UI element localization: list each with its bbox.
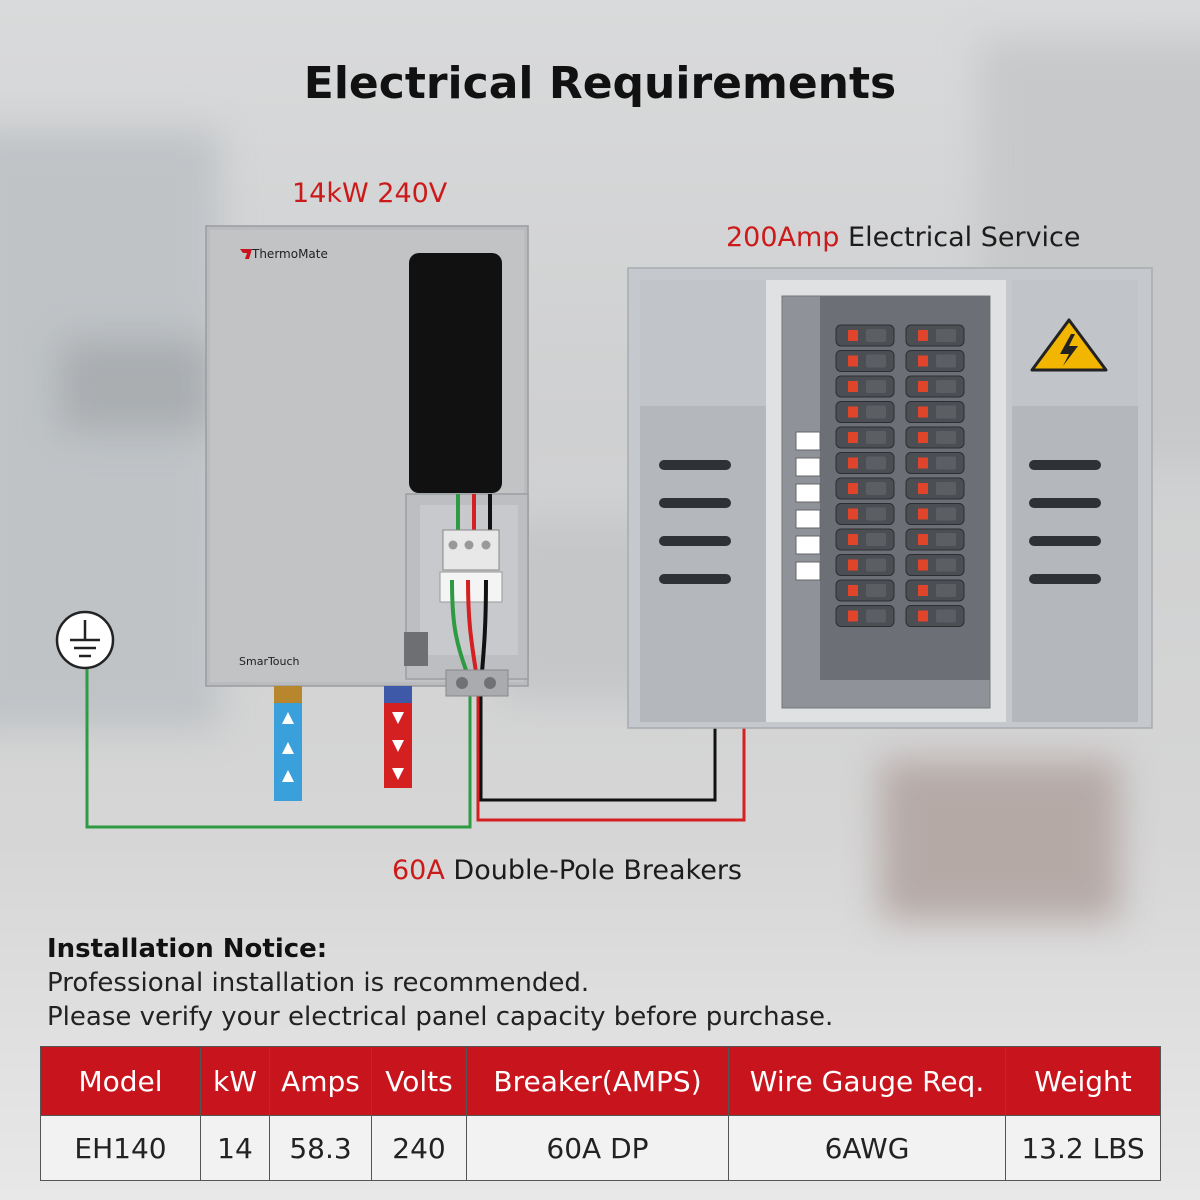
heater-model-badge: SmarTouch: [239, 655, 300, 668]
breaker-handle: [936, 405, 956, 419]
breaker-toggle: [918, 559, 928, 571]
breaker-handle: [866, 431, 886, 444]
breaker-handle: [866, 533, 886, 546]
breaker-handle: [936, 329, 956, 342]
water-heater-unit: [205, 225, 529, 801]
breaker-handle: [936, 609, 956, 623]
wiring-diagram: ThermoMate SmarTouch: [55, 225, 1153, 829]
breaker-toggle: [848, 355, 858, 367]
ground-wire: [85, 648, 472, 829]
breaker-handle: [866, 482, 886, 495]
breaker-toggle: [848, 330, 858, 341]
breaker-toggle: [848, 610, 858, 622]
breaker-handle: [936, 558, 956, 572]
breaker-handle: [936, 431, 956, 444]
breaker-toggle: [918, 381, 928, 392]
breaker-column-left: [835, 324, 895, 627]
breaker-handle: [936, 533, 956, 546]
col-header-amps: Amps: [269, 1046, 372, 1116]
service-amp-highlight: 200Amp: [726, 222, 840, 253]
heater-power-label: 14kW 240V: [292, 178, 448, 209]
installation-notice: Installation Notice: Professional instal…: [47, 932, 833, 1034]
cell-weight: 13.2 LBS: [1005, 1115, 1161, 1181]
breaker-handle: [936, 456, 956, 470]
breaker-toggle: [918, 534, 928, 545]
notice-line-2: Please verify your electrical panel capa…: [47, 1002, 834, 1032]
breaker-handle: [866, 380, 886, 393]
terminal-block: [442, 529, 500, 571]
breaker-column-right: [905, 324, 965, 627]
breaker-handle: [936, 584, 956, 597]
breaker-toggle: [918, 483, 928, 494]
breaker-handle: [866, 507, 886, 521]
breaker-handle: [866, 584, 886, 597]
page-title: Electrical Requirements: [303, 58, 897, 109]
breaker-handle: [936, 482, 956, 495]
service-label: 200Amp Electrical Service: [726, 222, 1081, 253]
col-header-model: Model: [40, 1046, 201, 1116]
ground-symbol-icon: [55, 610, 115, 670]
breaker-label-rest: Double-Pole Breakers: [444, 855, 742, 886]
breaker-toggle: [848, 508, 858, 520]
heater-brand: ThermoMate: [251, 247, 328, 261]
breaker-toggle: [848, 534, 858, 545]
service-label-rest: Electrical Service: [839, 222, 1081, 253]
breaker-toggle: [918, 432, 928, 443]
breaker-handle: [866, 405, 886, 419]
breaker-toggle: [848, 585, 858, 596]
breaker-handle: [936, 354, 956, 368]
breaker-handle: [866, 609, 886, 623]
cell-wire-gauge: 6AWG: [728, 1115, 1006, 1181]
table-row: EH140 14 58.3 240 60A DP 6AWG 13.2 LBS: [40, 1115, 1161, 1181]
col-header-wire-gauge: Wire Gauge Req.: [728, 1046, 1006, 1116]
hot-water-fitting: [384, 686, 412, 704]
breaker-toggle: [918, 508, 928, 520]
breaker-toggle: [848, 381, 858, 392]
cell-volts: 240: [371, 1115, 467, 1181]
breaker-handle: [866, 456, 886, 470]
breaker-toggle: [918, 330, 928, 341]
col-header-volts: Volts: [371, 1046, 467, 1116]
col-header-breaker: Breaker(AMPS): [466, 1046, 729, 1116]
breaker-handle: [866, 558, 886, 572]
cell-model: EH140: [40, 1115, 201, 1181]
breaker-handle: [866, 329, 886, 342]
breaker-handle: [866, 354, 886, 368]
cold-water-fitting: [274, 686, 302, 704]
breaker-toggle: [918, 457, 928, 469]
spec-table: Model kW Amps Volts Breaker(AMPS) Wire G…: [40, 1046, 1161, 1181]
cell-kw: 14: [200, 1115, 270, 1181]
heater-display-panel: [409, 253, 502, 493]
breaker-toggle: [918, 585, 928, 596]
thermomate-logo-icon: [240, 249, 252, 259]
electrical-panel: [627, 267, 1153, 729]
breaker-toggle: [918, 406, 928, 418]
col-header-kw: kW: [200, 1046, 270, 1116]
breaker-toggle: [848, 406, 858, 418]
spec-table-header-row: Model kW Amps Volts Breaker(AMPS) Wire G…: [40, 1046, 1161, 1116]
notice-heading: Installation Notice:: [47, 934, 328, 964]
breaker-handle: [936, 507, 956, 521]
breaker-toggle: [848, 457, 858, 469]
notice-line-1: Professional installation is recommended…: [47, 968, 590, 998]
breaker-toggle: [918, 355, 928, 367]
breaker-label: 60A Double-Pole Breakers: [392, 855, 742, 886]
breaker-amp-highlight: 60A: [392, 855, 445, 886]
breaker-toggle: [918, 610, 928, 622]
breaker-handle: [936, 380, 956, 393]
breaker-toggle: [848, 559, 858, 571]
col-header-weight: Weight: [1005, 1046, 1161, 1116]
breaker-toggle: [848, 483, 858, 494]
cell-breaker: 60A DP: [466, 1115, 729, 1181]
high-voltage-warning-icon: [1030, 318, 1108, 372]
breaker-toggle: [848, 432, 858, 443]
cell-amps: 58.3: [269, 1115, 372, 1181]
